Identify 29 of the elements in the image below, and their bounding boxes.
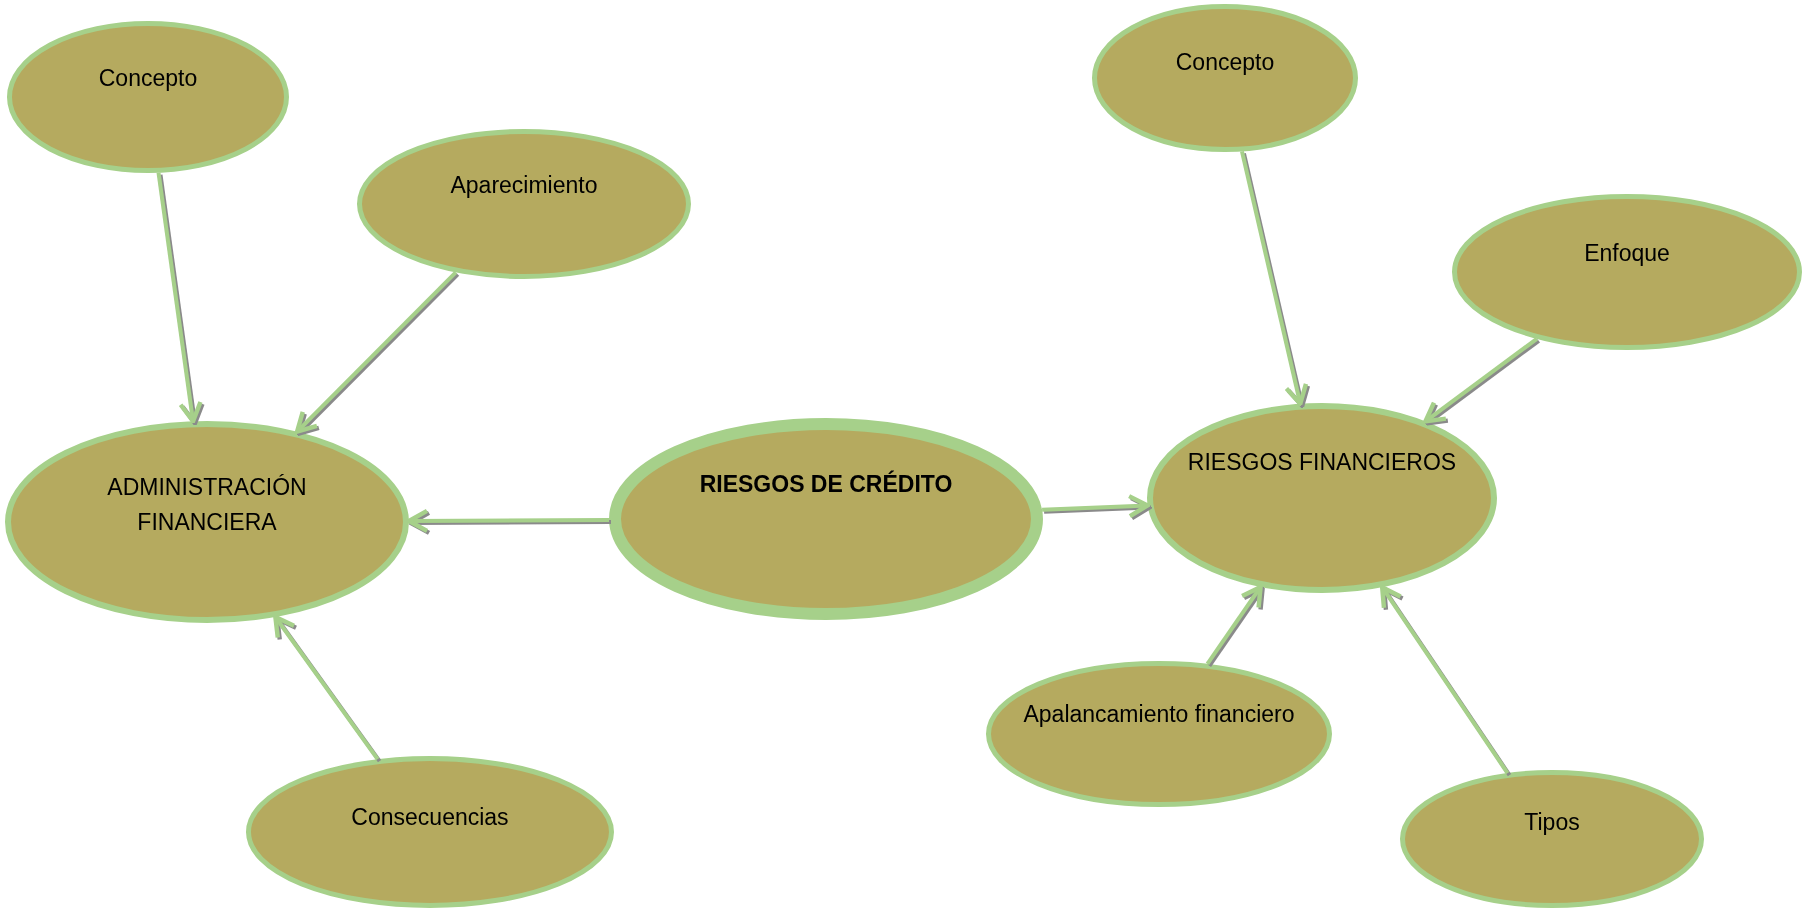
arrow (1240, 150, 1309, 406)
arrow (273, 614, 380, 761)
node-label: Enfoque (1583, 239, 1671, 268)
arrow (1423, 337, 1538, 424)
node-label: RIESGOS DE CRÉDITO (698, 469, 954, 499)
node-label: Concepto (1174, 48, 1276, 77)
topic-ellipse (609, 418, 1043, 620)
arrow (1205, 584, 1263, 666)
node-label: Aparecimiento (449, 171, 599, 200)
node-label: Tipos (1523, 808, 1581, 837)
topic-ellipse (1147, 403, 1497, 593)
node-label: ADMINISTRACIÓN FINANCIERA (106, 473, 308, 537)
topic-ellipse (7, 21, 289, 173)
arrow (406, 508, 610, 534)
topic-ellipse (5, 421, 409, 623)
node-label: Consecuencias (350, 803, 510, 832)
topic-ellipse (986, 661, 1332, 807)
arrow (1042, 493, 1150, 519)
node-label: RIESGOS FINANCIEROS (1186, 448, 1458, 477)
topic-ellipse (1400, 770, 1704, 908)
topic-ellipse (357, 129, 691, 279)
arrow (1379, 585, 1510, 775)
arrow (294, 271, 458, 434)
topic-ellipse (1452, 194, 1802, 350)
arrow (156, 172, 203, 424)
topic-ellipse (1092, 4, 1358, 152)
topic-ellipse (246, 756, 614, 908)
node-label: Apalancamiento financiero (1022, 700, 1296, 729)
node-label: Concepto (97, 64, 199, 93)
